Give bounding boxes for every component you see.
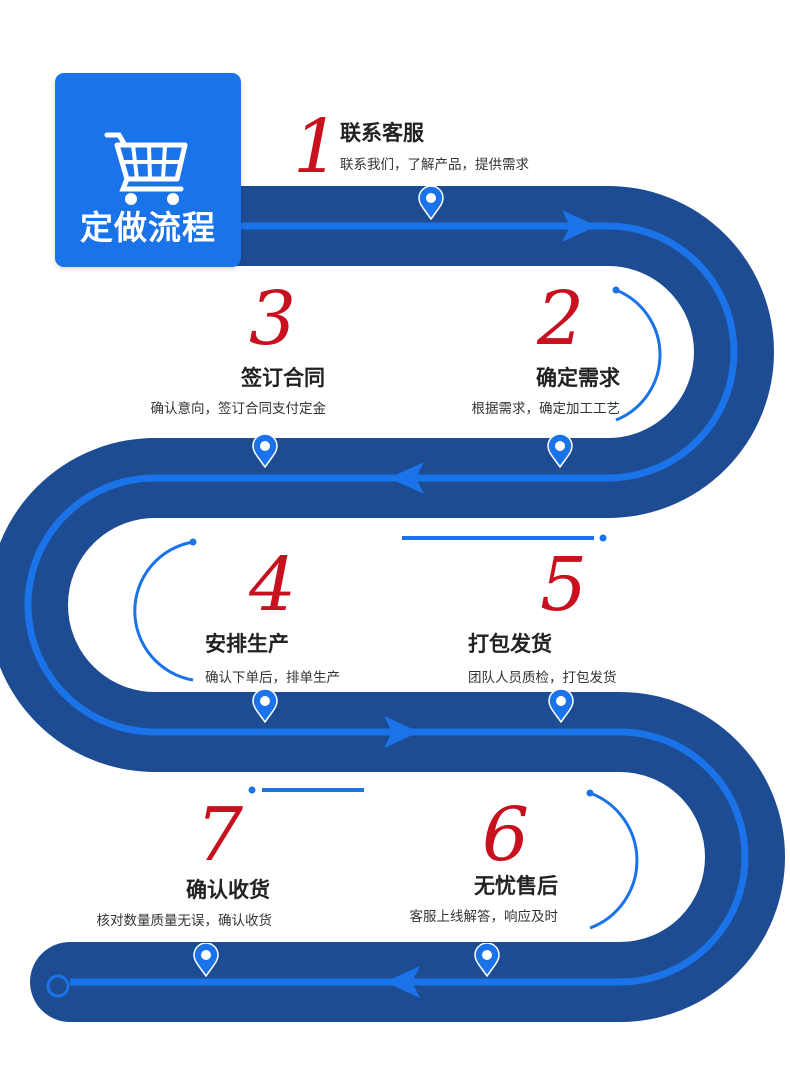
map-pin-icon (193, 943, 219, 977)
map-pin-icon (474, 943, 500, 977)
decor-dot (612, 286, 620, 294)
step-1-title: 联系客服 (340, 121, 424, 145)
process-title: 定做流程 (80, 208, 216, 247)
step-2-desc: 根据需求，确定加工工艺 (471, 401, 621, 417)
decor-arc (615, 288, 662, 422)
step-1-number: 1 (293, 104, 341, 190)
map-pin-icon (252, 689, 278, 723)
step-3-title: 签订合同 (241, 366, 325, 390)
map-pin-icon (252, 434, 278, 468)
step-2-number: 2 (537, 276, 585, 362)
map-pin-icon (548, 689, 574, 723)
step-2-title: 确定需求 (536, 366, 620, 390)
arrow-left-icon (385, 966, 420, 998)
road-center-line (24, 222, 749, 986)
step-5-desc: 团队人员质检，打包发货 (468, 670, 617, 686)
step-4-title: 安排生产 (205, 632, 289, 656)
decor-dot (189, 538, 197, 546)
end-circle-icon (46, 974, 70, 998)
step-6-number: 6 (482, 792, 530, 878)
step-1-desc: 联系我们，了解产品，提供需求 (340, 157, 529, 173)
step-3-number: 3 (249, 276, 297, 362)
step-6-title: 无忧售后 (474, 874, 558, 898)
shopping-cart-icon (104, 132, 188, 205)
decor-dot (248, 786, 256, 794)
map-pin-icon (418, 186, 444, 220)
step-3-desc: 确认意向，签订合同支付定金 (150, 401, 327, 417)
arrow-left-icon (389, 462, 424, 494)
step-6-desc: 客服上线解答，响应及时 (409, 909, 559, 925)
decor-dot (599, 534, 607, 542)
step-4-desc: 确认下单后，排单生产 (205, 670, 340, 686)
arrow-right-icon (562, 210, 597, 242)
step-7-title: 确认收货 (186, 878, 270, 902)
decor-dot (586, 789, 594, 797)
step-7-number: 7 (196, 792, 244, 878)
map-pin-icon (547, 434, 573, 468)
decor-arc (133, 540, 194, 682)
decor-arc (589, 791, 639, 930)
step-4-number: 4 (249, 542, 297, 628)
step-5-number: 5 (540, 542, 588, 628)
process-title-badge: 定做流程 (55, 73, 241, 267)
step-5-title: 打包发货 (468, 632, 552, 656)
arrow-right-icon (384, 716, 419, 748)
step-7-desc: 核对数量质量无误，确认收货 (96, 913, 273, 929)
